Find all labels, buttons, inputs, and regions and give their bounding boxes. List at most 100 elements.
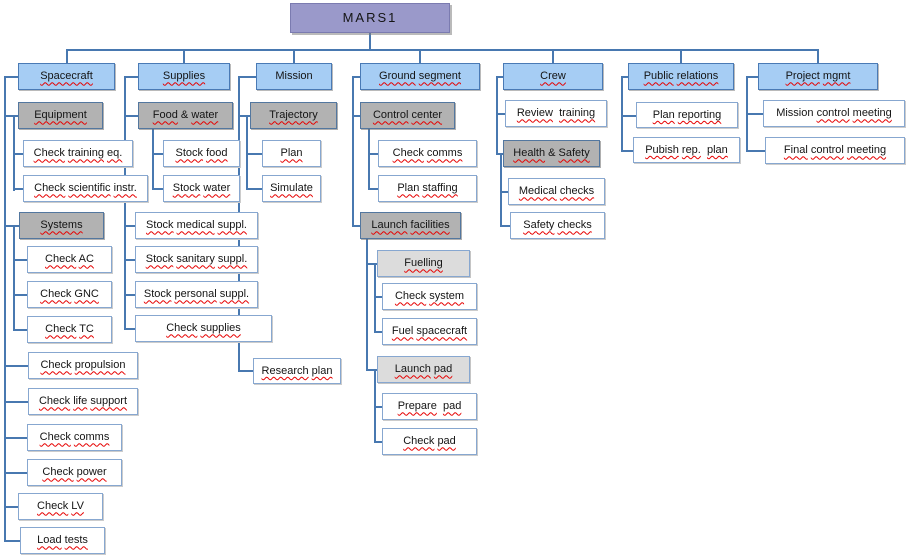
connector-line bbox=[621, 76, 628, 78]
node-label: Mission control meeting bbox=[776, 107, 892, 120]
connector-line bbox=[4, 76, 6, 542]
connector-line bbox=[374, 263, 376, 333]
node-fuel-spacecraft[interactable]: Fuel spacecraft bbox=[382, 318, 477, 345]
node-health-safety[interactable]: Health & Safety bbox=[503, 140, 600, 167]
node-label: Launch pad bbox=[394, 363, 453, 376]
node-ground-segment[interactable]: Ground segment bbox=[360, 63, 480, 90]
connector-line bbox=[376, 406, 382, 408]
node-check-comms-spacecraft[interactable]: Check comms bbox=[27, 424, 122, 451]
node-check-supplies[interactable]: Check supplies bbox=[135, 315, 272, 342]
node-mission[interactable]: Mission bbox=[256, 63, 332, 90]
node-label: Fuel spacecraft bbox=[391, 325, 468, 338]
node-check-tc[interactable]: Check TC bbox=[27, 316, 112, 343]
node-review-training[interactable]: Review training bbox=[505, 100, 607, 127]
connector-line bbox=[6, 506, 18, 508]
node-plan[interactable]: Plan bbox=[262, 140, 321, 167]
connector-line bbox=[6, 401, 28, 403]
node-plan-staffing[interactable]: Plan staffing bbox=[378, 175, 477, 202]
connector-line bbox=[124, 76, 126, 330]
connector-line bbox=[746, 76, 748, 152]
node-label: Check life support bbox=[38, 395, 128, 408]
node-supplies[interactable]: Supplies bbox=[138, 63, 230, 90]
node-check-lv[interactable]: Check LV bbox=[18, 493, 103, 520]
node-stock-medical-suppl[interactable]: Stock medical suppl. bbox=[135, 212, 258, 239]
connector-line bbox=[368, 115, 370, 190]
node-public-relations[interactable]: Public relations bbox=[628, 63, 734, 90]
connector-line bbox=[368, 369, 377, 371]
node-systems[interactable]: Systems bbox=[19, 212, 104, 239]
node-label: Control center bbox=[372, 109, 443, 122]
connector-line bbox=[15, 259, 27, 261]
node-label: Ground segment bbox=[379, 70, 461, 83]
connector-line bbox=[15, 294, 27, 296]
node-label: Medical checks bbox=[518, 185, 595, 198]
node-control-center[interactable]: Control center bbox=[360, 102, 455, 129]
connector-line bbox=[748, 150, 765, 152]
connector-line bbox=[126, 259, 135, 261]
node-safety-checks[interactable]: Safety checks bbox=[510, 212, 605, 239]
node-spacecraft[interactable]: Spacecraft bbox=[18, 63, 115, 90]
node-label: Plan staffing bbox=[397, 182, 458, 195]
node-medical-checks[interactable]: Medical checks bbox=[508, 178, 605, 205]
connector-line bbox=[498, 113, 505, 115]
node-simulate[interactable]: Simulate bbox=[262, 175, 321, 202]
node-crew[interactable]: Crew bbox=[503, 63, 603, 90]
connector-line bbox=[552, 50, 554, 63]
node-pubish-rep-plan[interactable]: Pubish rep. plan bbox=[633, 137, 740, 163]
connector-line bbox=[370, 188, 378, 190]
connector-line bbox=[152, 115, 154, 190]
node-check-gnc[interactable]: Check GNC bbox=[27, 281, 112, 308]
connector-line bbox=[154, 153, 163, 155]
connector-line bbox=[6, 437, 27, 439]
node-mission-control-meeting[interactable]: Mission control meeting bbox=[763, 100, 905, 127]
node-label: Research plan bbox=[261, 364, 333, 377]
connector-line bbox=[376, 441, 382, 443]
node-stock-food[interactable]: Stock food bbox=[163, 140, 240, 167]
node-stock-personal-suppl[interactable]: Stock personal suppl. bbox=[135, 281, 258, 308]
connector-line bbox=[248, 188, 262, 190]
connector-line bbox=[680, 50, 682, 63]
node-label: Mission bbox=[275, 70, 313, 83]
node-project-mgmt[interactable]: Project mgmt bbox=[758, 63, 878, 90]
node-label: Check comms bbox=[39, 431, 110, 444]
node-stock-sanitary-suppl[interactable]: Stock sanitary suppl. bbox=[135, 246, 258, 273]
connector-line bbox=[124, 76, 138, 78]
connector-line bbox=[4, 76, 18, 78]
connector-line bbox=[6, 472, 27, 474]
connector-line bbox=[621, 76, 623, 152]
node-load-tests[interactable]: Load tests bbox=[20, 527, 105, 554]
node-check-propulsion[interactable]: Check propulsion bbox=[28, 352, 138, 379]
node-check-life-support[interactable]: Check life support bbox=[28, 388, 138, 415]
node-mars1[interactable]: MARS1 bbox=[290, 3, 450, 33]
connector-line bbox=[502, 225, 510, 227]
node-check-ac[interactable]: Check AC bbox=[27, 246, 112, 273]
node-equipment[interactable]: Equipment bbox=[18, 102, 103, 129]
node-label: Systems bbox=[40, 219, 83, 232]
connector-line bbox=[748, 113, 763, 115]
node-prepare-pad[interactable]: Prepare pad bbox=[382, 393, 477, 420]
node-label: Check LV bbox=[37, 500, 84, 513]
node-launch-facilities[interactable]: Launch facilities bbox=[360, 212, 461, 239]
node-check-scientific-instr[interactable]: Check scientific instr. bbox=[23, 175, 148, 202]
node-stock-water[interactable]: Stock water bbox=[163, 175, 240, 202]
connector-line bbox=[376, 331, 382, 333]
node-launch-pad[interactable]: Launch pad bbox=[377, 356, 470, 383]
node-label: Trajectory bbox=[269, 109, 318, 122]
node-label: Check system bbox=[394, 290, 465, 303]
node-check-training-eq[interactable]: Check training eq. bbox=[23, 140, 133, 167]
node-label: Stock medical suppl. bbox=[146, 219, 247, 232]
node-research-plan[interactable]: Research plan bbox=[253, 358, 341, 384]
node-final-control-meeting[interactable]: Final control meeting bbox=[765, 137, 905, 164]
connector-line bbox=[369, 32, 371, 50]
node-food-water[interactable]: Food & water bbox=[138, 102, 233, 129]
node-check-system[interactable]: Check system bbox=[382, 283, 477, 310]
node-trajectory[interactable]: Trajectory bbox=[250, 102, 337, 129]
node-label: Health & Safety bbox=[513, 147, 590, 160]
node-check-power[interactable]: Check power bbox=[27, 459, 122, 486]
connector-line bbox=[366, 225, 368, 371]
node-plan-reporting[interactable]: Plan reporting bbox=[636, 102, 738, 128]
node-check-comms-ground[interactable]: Check comms bbox=[378, 140, 477, 167]
node-fuelling[interactable]: Fuelling bbox=[377, 250, 470, 277]
node-label: Pubish rep. plan bbox=[645, 143, 728, 156]
node-check-pad[interactable]: Check pad bbox=[382, 428, 477, 455]
